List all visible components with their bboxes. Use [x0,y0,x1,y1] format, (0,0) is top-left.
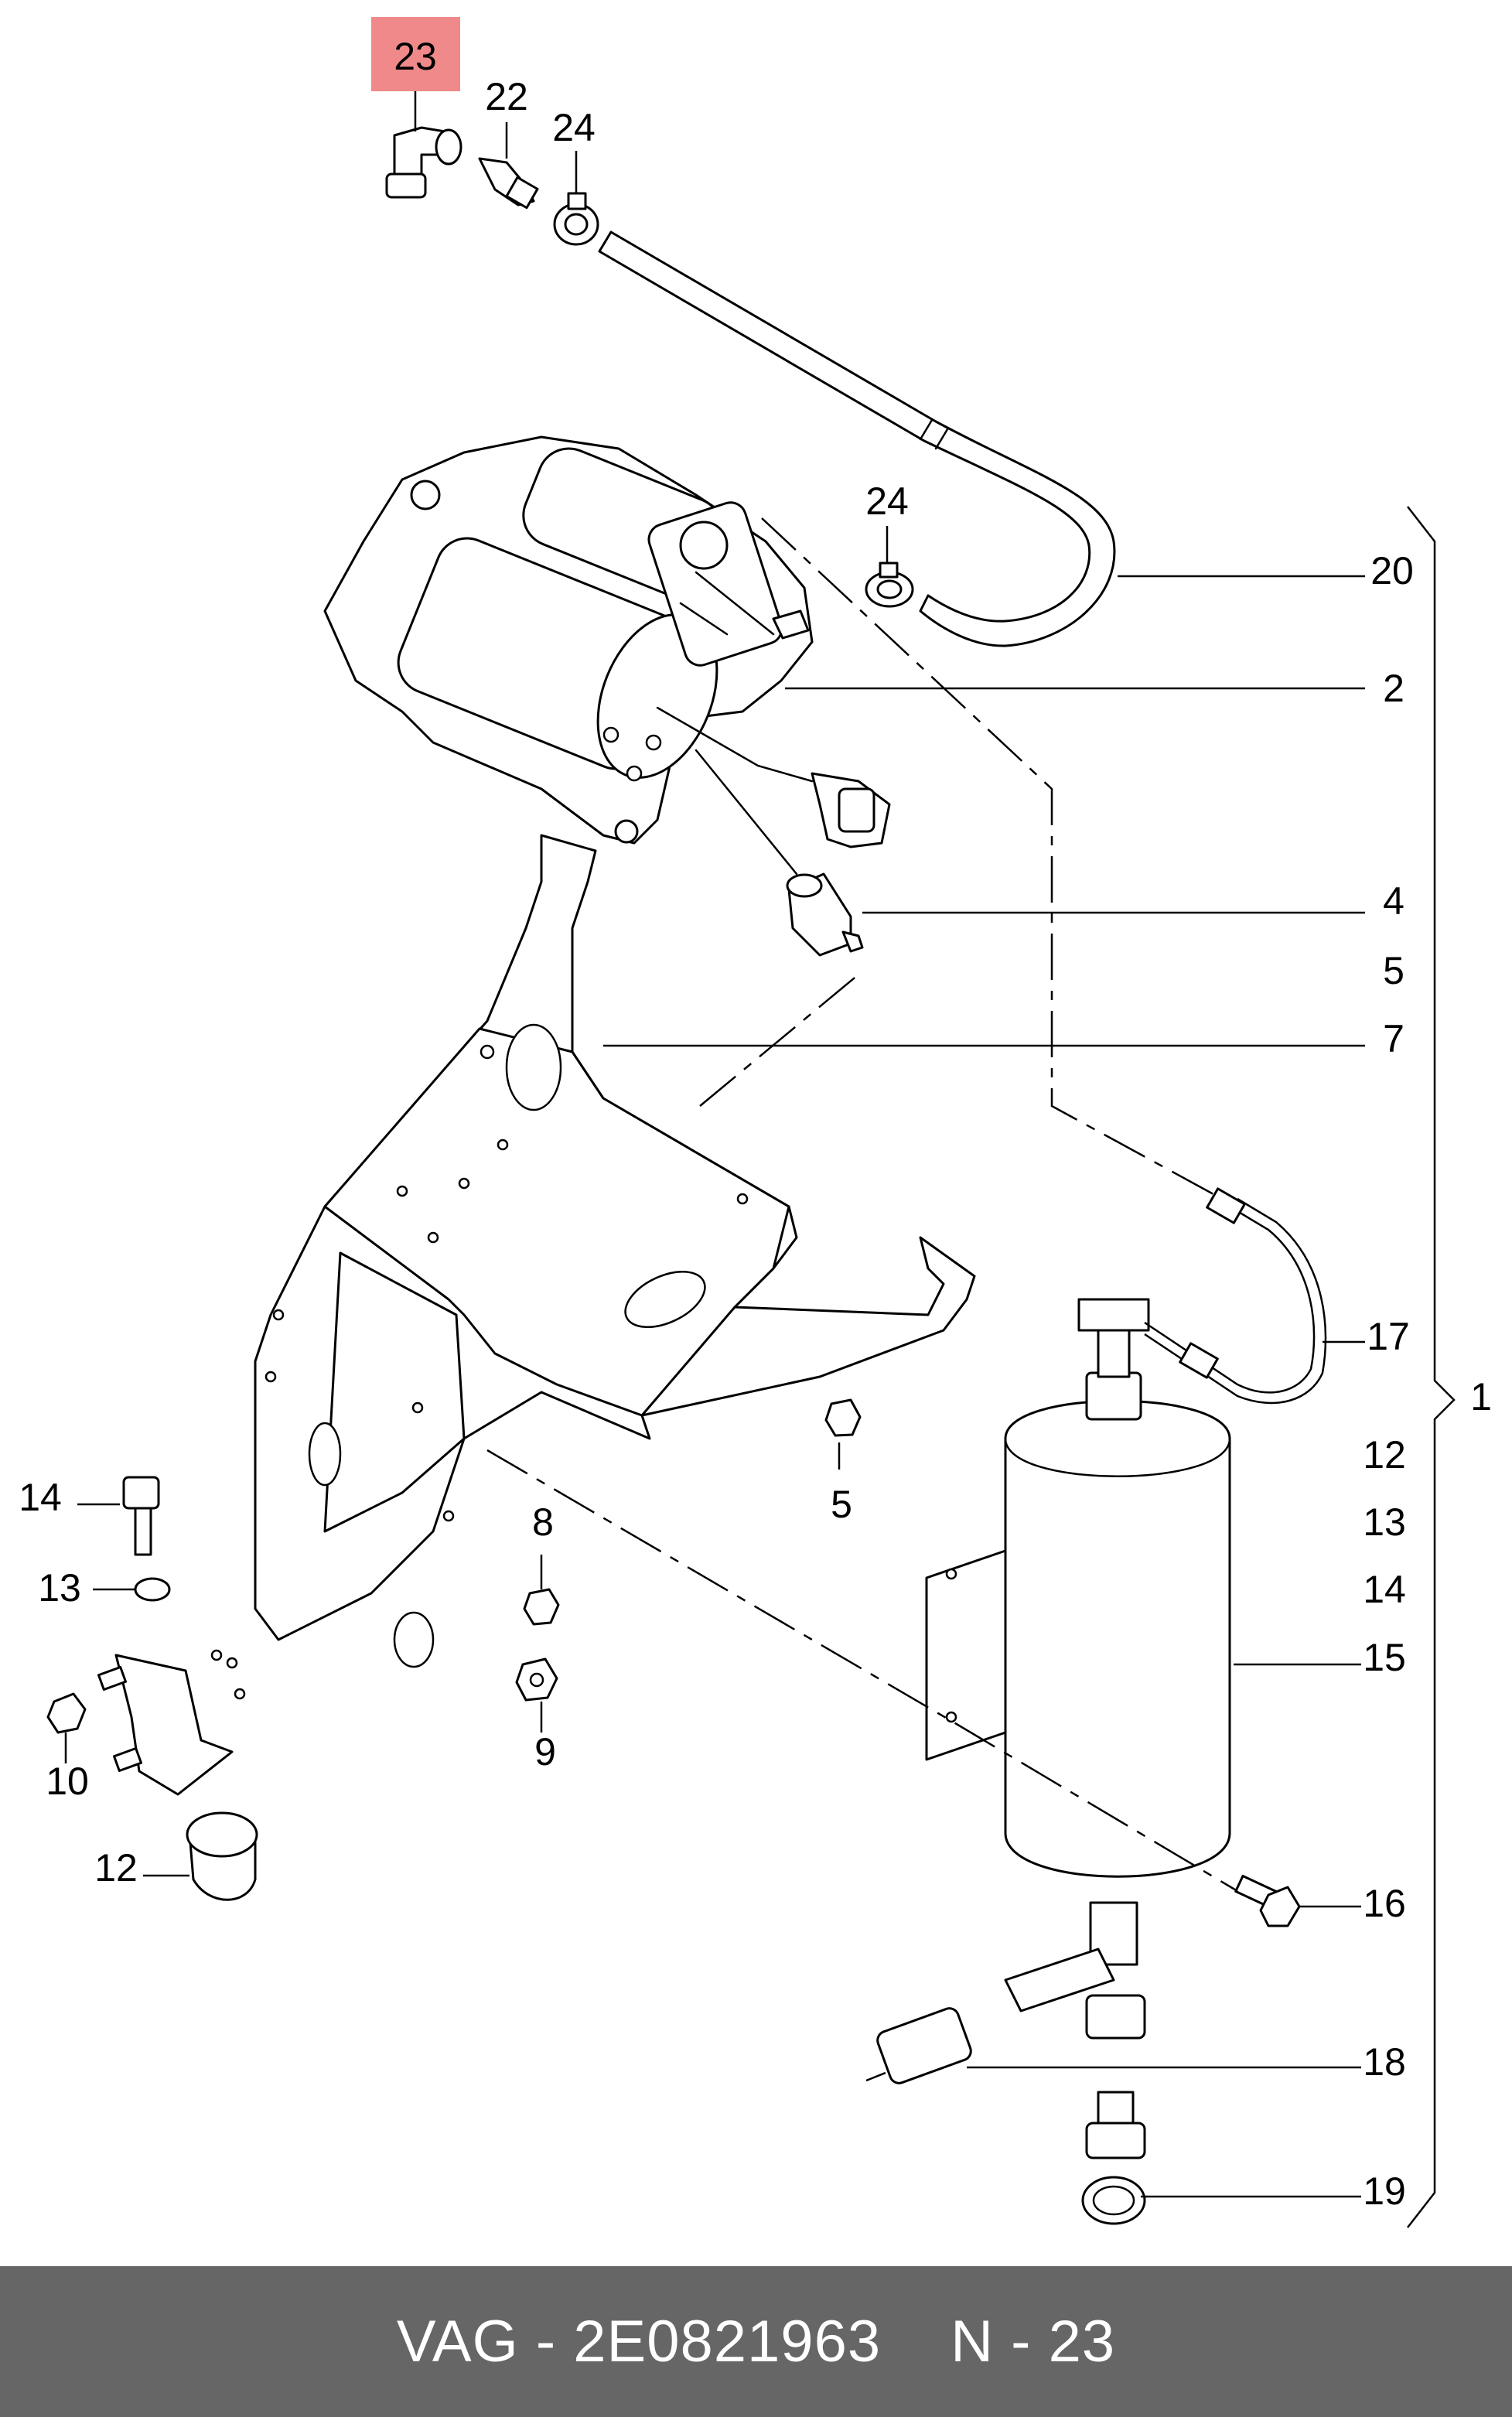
callout-4: 4 [1383,879,1404,923]
washer [134,1577,171,1602]
footer-bar: VAG - 2E0821963 N - 23 [0,2266,1512,2417]
dashed-line-tank [486,1449,1238,1893]
nut-5 [824,1398,862,1437]
dashed-line-bracket [699,974,859,1107]
footer-separator: - [535,2309,557,2374]
footer-position-label: N [951,2309,995,2374]
rubber-mount [186,1811,258,1901]
bolt [122,1476,160,1556]
callout-23: 23 [394,35,437,78]
callout-13: 13 [38,1566,81,1610]
callout-7: 7 [1383,1017,1404,1060]
callout-12-right: 12 [1363,1433,1406,1476]
drain-valve [1081,2091,1146,2225]
callout-19: 19 [1363,2169,1406,2213]
footer-position-number: 23 [1048,2309,1116,2374]
callout-2: 2 [1383,667,1404,710]
callout-10: 10 [46,1760,89,1803]
highlight-box [371,17,460,91]
callout-9: 9 [534,1730,556,1773]
callout-24-lower: 24 [865,480,909,523]
wiring-connector [656,706,891,848]
tank-bolt [1234,1874,1301,1927]
callout-8: 8 [532,1500,554,1544]
footer-brand: VAG [396,2309,519,2374]
footer-position-separator: - [1011,2309,1032,2374]
callout-5-right: 5 [1383,949,1404,992]
screw-fitting [478,157,539,210]
callout-15: 15 [1363,1636,1406,1679]
nut-9 [515,1657,558,1702]
footer-part-number: 2E0821963 [573,2309,882,2374]
callout-17: 17 [1367,1315,1410,1358]
callout-14-right: 14 [1363,1568,1406,1611]
callout-20: 20 [1370,549,1414,592]
sensor [695,749,864,957]
group-bracket [1407,506,1456,2228]
callout-16: 16 [1363,1882,1406,1925]
pressure-sensor [865,1948,1115,2084]
callout-22: 22 [485,75,528,118]
callout-1: 1 [1470,1375,1492,1418]
callout-24-upper: 24 [552,106,596,149]
callout-14: 14 [19,1476,62,1519]
foot-bracket [114,1649,234,1796]
hose-clamp-upper [553,192,599,246]
callout-18: 18 [1363,2040,1406,2084]
nut-8 [523,1588,560,1626]
nut-and-studs [46,1665,143,1773]
callout-12: 12 [94,1846,138,1890]
air-line [1144,1187,1327,1405]
air-tank [925,1298,1231,2040]
air-hose [598,230,1116,647]
mounting-bracket [226,834,976,1700]
elbow-fitting [385,126,462,199]
callout-13-right: 13 [1363,1500,1406,1544]
hose-clamp-lower [865,562,914,608]
parts-diagram: 23 22 24 24 20 2 4 5 7 17 1 12 13 14 15 … [19,17,1492,2228]
dashed-line-hose [761,517,1223,1200]
compressor [323,435,814,845]
callout-5: 5 [831,1483,852,1526]
